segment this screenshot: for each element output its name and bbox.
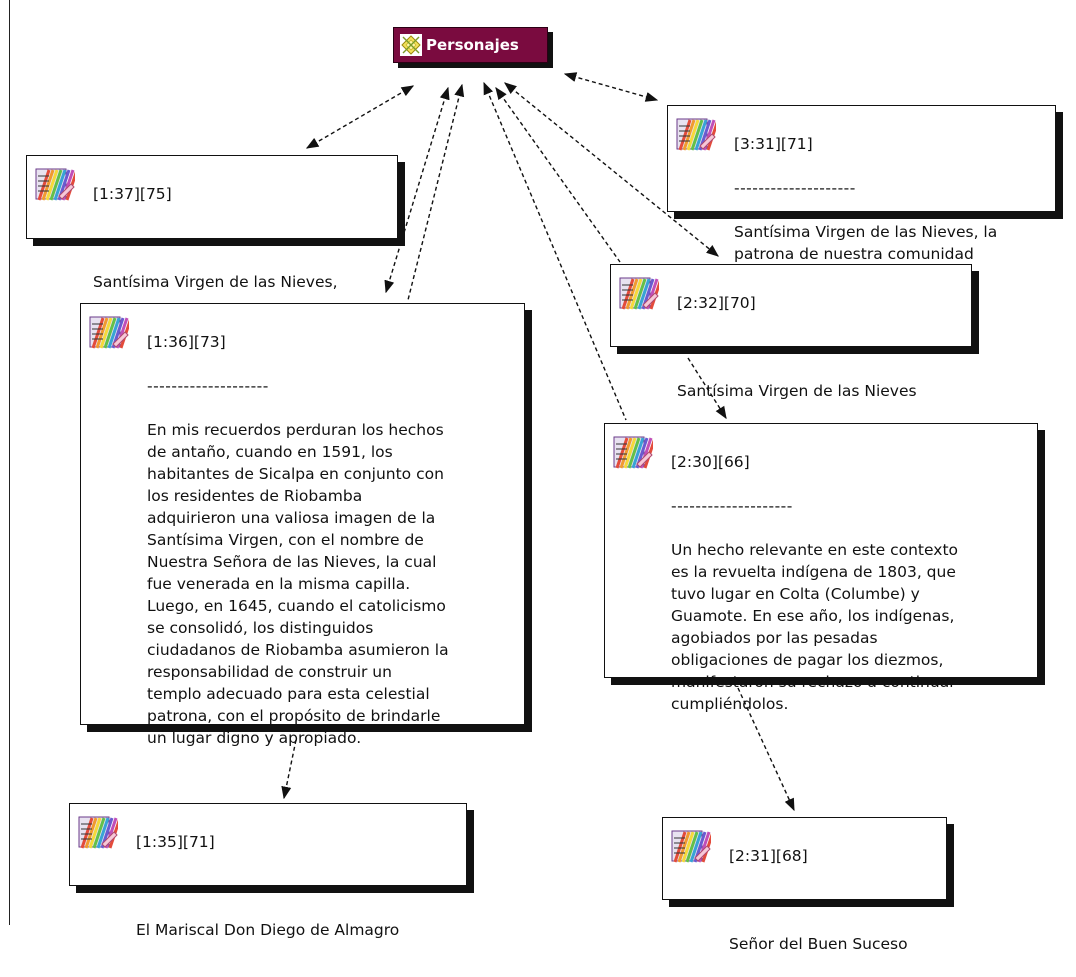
quotation-node-1-37[interactable]: [1:37][75] -------------------- Santísim…: [26, 155, 398, 291]
quotation-node-3-31[interactable]: [3:31][71] -------------------- Santísim…: [667, 105, 1056, 263]
quotation-id: [2:32][70]: [677, 294, 756, 312]
quotation-icon: [671, 830, 711, 863]
quotation-separator: --------------------: [136, 877, 258, 895]
diagram-edges: [281, 72, 795, 812]
edge-root-q-2-32-a: [504, 82, 719, 257]
edge-q-2-32-q-2-30: [687, 357, 727, 420]
edge-root-q-1-36-b: [407, 83, 465, 301]
edge-root-q-1-37: [305, 85, 415, 149]
quotation-separator: --------------------: [93, 229, 215, 247]
edge-q-1-36-q-1-35: [281, 739, 297, 800]
quotation-id: [2:30][66]: [671, 453, 750, 471]
edge-root-q-2-32-b: [495, 86, 621, 263]
quotation-icon: [613, 436, 653, 469]
quotation-id: [3:31][71]: [734, 135, 813, 153]
quotation-text: Santísima Virgen de las Nieves, la patro…: [734, 223, 998, 263]
quotation-text: Santísima Virgen de las Nieves: [677, 382, 917, 400]
quotation-id: [1:35][71]: [136, 833, 215, 851]
quotation-id: [1:37][75]: [93, 185, 172, 203]
quotation-node-2-32[interactable]: [2:32][70] -------------------- Santísim…: [610, 264, 972, 400]
quotation-text: Santísima Virgen de las Nieves,: [93, 273, 338, 291]
quotation-node-2-31[interactable]: [2:31][68] -------------------- Señor de…: [662, 817, 947, 953]
quotation-separator: --------------------: [147, 377, 269, 395]
quotation-icon: [35, 168, 75, 201]
quotation-text: Un hecho relevante en este contexto es l…: [671, 541, 958, 713]
code-diamond-icon: [400, 34, 422, 56]
edge-q-2-30-q-2-31: [737, 687, 795, 812]
quotation-icon: [676, 118, 716, 151]
edge-root-q-1-36-a: [384, 86, 450, 294]
quotation-icon: [619, 277, 659, 310]
quotation-separator: --------------------: [677, 338, 799, 356]
quotation-separator: --------------------: [734, 179, 856, 197]
quotation-icon: [89, 316, 129, 349]
quotation-separator: --------------------: [671, 497, 793, 515]
edge-root-q-2-30: [483, 81, 627, 421]
quotation-id: [1:36][73]: [147, 333, 226, 351]
root-code-title: Personajes: [426, 36, 519, 54]
quotation-text: Señor del Buen Suceso: [729, 935, 908, 953]
quotation-node-1-36[interactable]: [1:36][73] -------------------- En mis r…: [80, 303, 525, 747]
root-code-node[interactable]: Personajes: [393, 27, 548, 63]
quotation-id: [2:31][68]: [729, 847, 808, 865]
left-margin-rule: [9, 0, 10, 925]
quotation-node-2-30[interactable]: [2:30][66] -------------------- Un hecho…: [604, 423, 1038, 713]
quotation-node-1-35[interactable]: [1:35][71] -------------------- El Maris…: [69, 803, 467, 939]
quotation-separator: --------------------: [729, 891, 851, 909]
quotation-text: En mis recuerdos perduran los hechos de …: [147, 421, 449, 747]
quotation-icon: [78, 816, 118, 849]
quotation-text: El Mariscal Don Diego de Almagro: [136, 921, 400, 939]
edge-root-q-3-31: [563, 72, 659, 102]
